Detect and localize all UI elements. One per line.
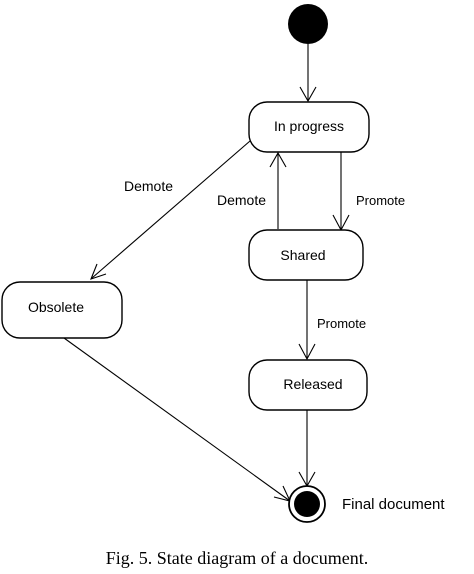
initial-to-in-progress-arrowhead: [299, 86, 317, 103]
promote-label-lower: Promote: [317, 316, 366, 331]
final-state-label: Final document: [342, 496, 445, 513]
state-shared-label: Shared: [280, 247, 325, 263]
in-progress-to-obsolete-arrowhead: [90, 263, 107, 280]
state-shared: Shared: [248, 229, 364, 281]
figure-caption: Fig. 5. State diagram of a document.: [105, 548, 369, 568]
state-released-label: Released: [283, 376, 342, 392]
promote-label-upper: Promote: [356, 193, 405, 208]
state-obsolete: Obsolete: [1, 281, 123, 339]
state-released: Released: [248, 359, 368, 411]
obsolete-to-final-edge: [63, 337, 291, 502]
shared-to-released-arrowhead: [298, 343, 316, 361]
final-state-node: [288, 485, 326, 523]
demote-label-inner: Demote: [217, 192, 266, 208]
initial-state-node: [288, 4, 328, 44]
state-in-progress: In progress: [248, 101, 370, 153]
state-in-progress-label: In progress: [274, 118, 344, 134]
state-obsolete-label: Obsolete: [28, 299, 84, 315]
in-progress-to-obsolete-edge: [91, 140, 251, 279]
demote-label-outer: Demote: [124, 178, 173, 194]
shared-to-in-progress-arrowhead: [269, 151, 287, 168]
